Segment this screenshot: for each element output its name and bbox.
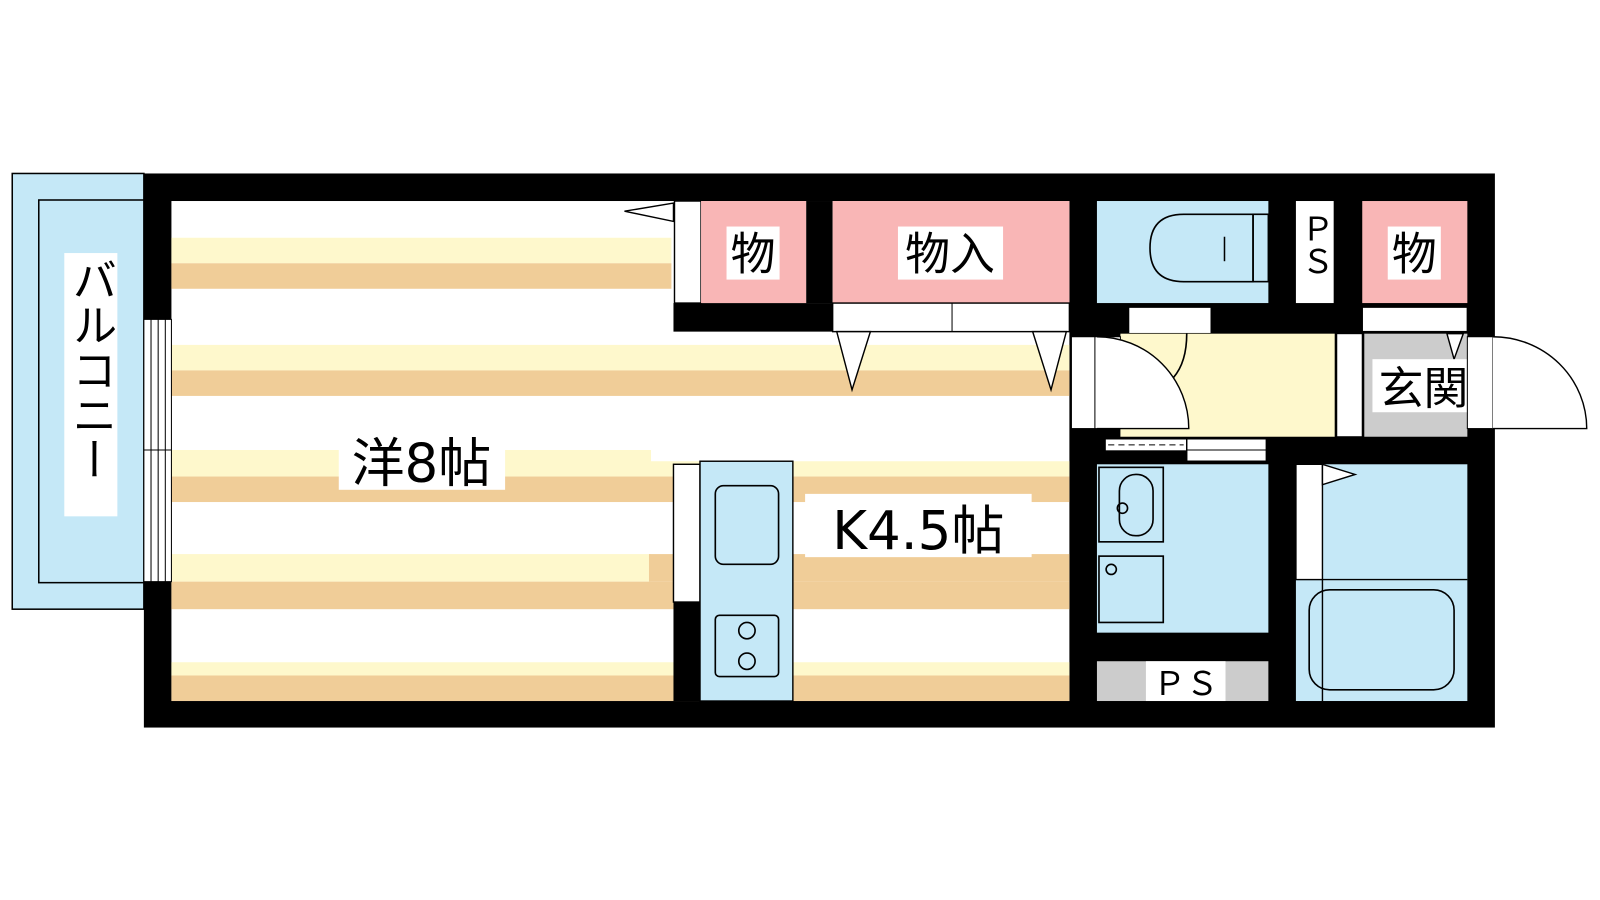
washbasin-icon	[1098, 466, 1165, 543]
western-room-label: 洋8帖	[351, 433, 491, 495]
door-swing-icon	[1096, 336, 1190, 430]
sink-icon	[714, 484, 780, 566]
door-swing-icon	[1492, 336, 1588, 430]
pipe-space-label: ＰＳ	[1153, 665, 1218, 703]
closet: 物入	[831, 201, 1071, 393]
toilet-door[interactable]	[1127, 306, 1212, 335]
storage-label: 物	[1392, 227, 1437, 280]
kitchen-counter	[672, 460, 794, 702]
bathtub-icon	[1308, 588, 1455, 691]
entrance: 玄関	[1364, 332, 1588, 437]
pipe-space-top: ＰＳ	[1295, 201, 1334, 304]
bathroom	[1295, 463, 1468, 702]
storage-label: 物	[731, 227, 776, 280]
kitchen-label: K4.5帖	[832, 500, 1004, 562]
front-door[interactable]	[1466, 336, 1494, 430]
closet-doors[interactable]	[831, 302, 1071, 333]
bathroom-door[interactable]	[1295, 463, 1324, 581]
balcony: バルコニー	[11, 172, 145, 610]
door-swing-icon	[1321, 463, 1358, 486]
toilet-room	[1096, 201, 1270, 304]
closet-label: 物入	[905, 227, 995, 280]
pipe-space-bottom: ＰＳ	[1096, 661, 1269, 703]
door-swing-icon	[835, 330, 872, 393]
washroom	[1096, 464, 1269, 633]
door-swing-icon	[624, 202, 675, 223]
storage-door[interactable]	[673, 200, 702, 304]
washing-machine-space-icon	[1098, 555, 1165, 624]
stove-icon	[714, 614, 780, 678]
balcony-label: バルコニー	[64, 257, 117, 481]
storage-door[interactable]	[1361, 306, 1469, 333]
pipe-space-label: ＰＳ	[1296, 212, 1334, 277]
toilet-icon	[1149, 213, 1254, 283]
washroom-sliding-door[interactable]	[1104, 438, 1268, 462]
western-room-floor	[171, 201, 1070, 702]
entrance-label: 玄関	[1379, 362, 1469, 415]
door-swing-icon	[1031, 330, 1068, 393]
storage-small-right: 物	[1361, 201, 1469, 333]
hallway	[1070, 306, 1363, 438]
balcony-window[interactable]	[143, 318, 172, 583]
storage-small-left: 物	[624, 200, 833, 332]
